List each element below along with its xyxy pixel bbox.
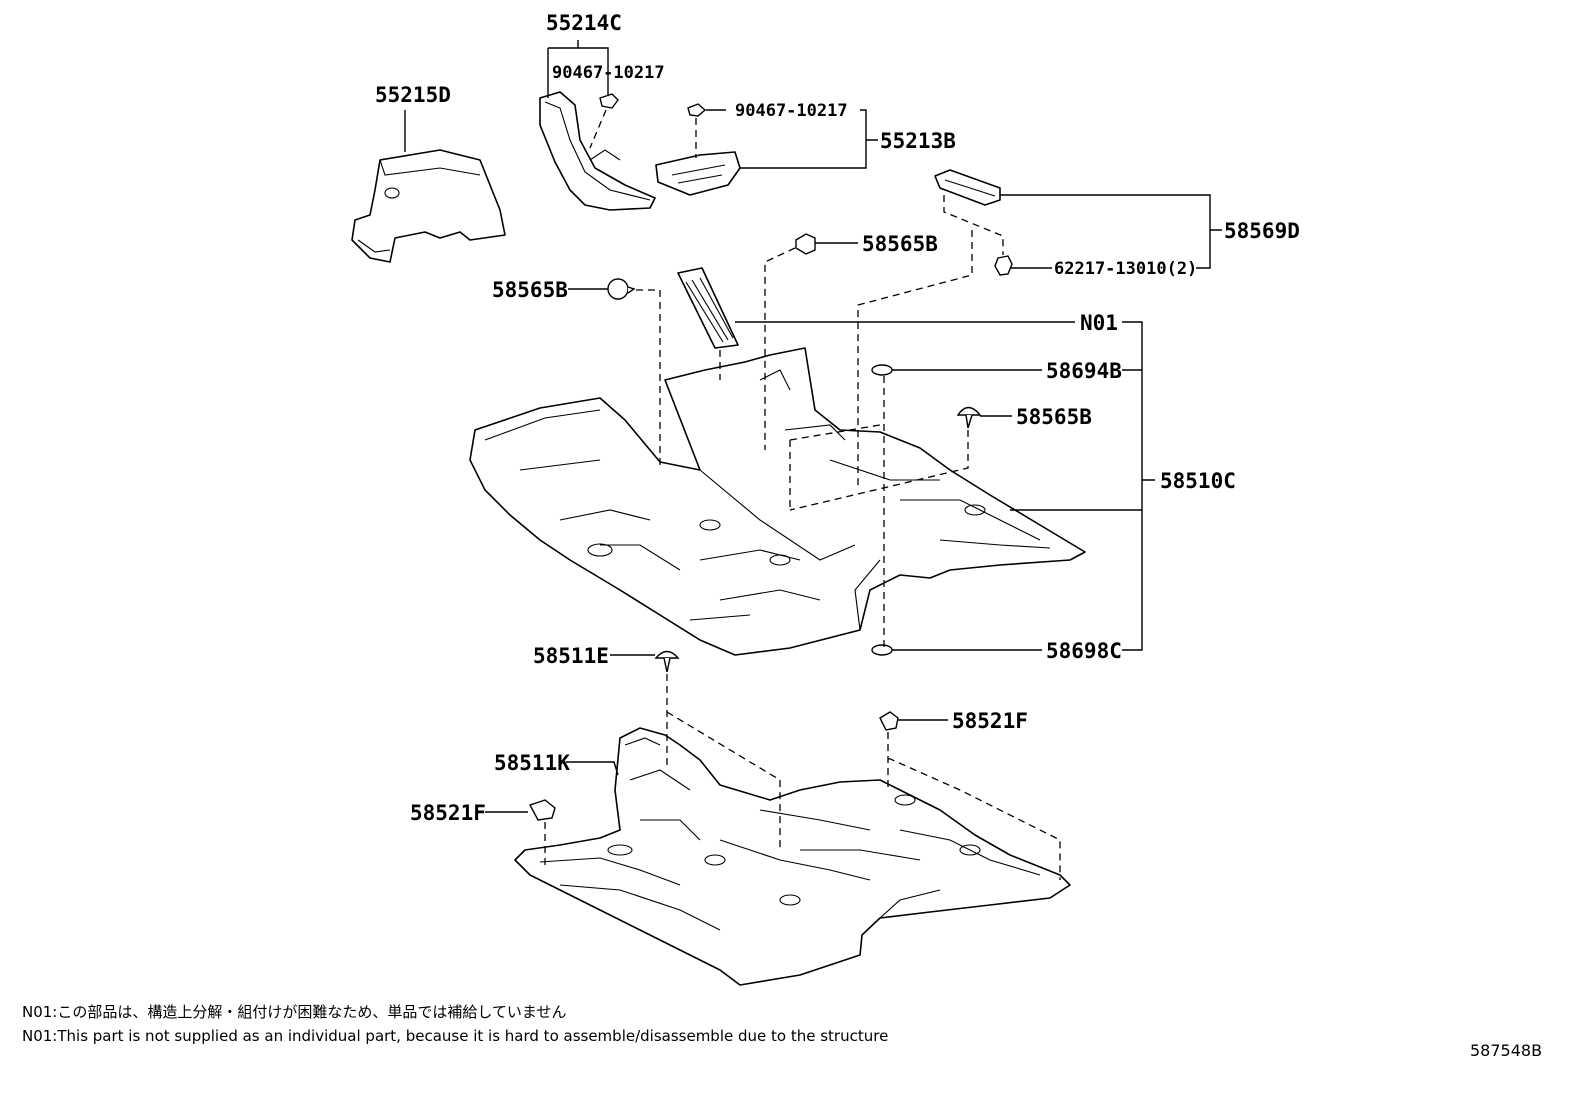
clip-90467-lower <box>687 103 707 117</box>
part-55213B-plate <box>655 151 741 196</box>
label-58521F-left: 58521F <box>410 801 486 825</box>
part-58569D-scuff <box>934 169 1001 206</box>
note-english: N01:This part is not supplied as an indi… <box>22 1027 888 1045</box>
dash-90467-upper <box>589 109 607 149</box>
dash-center <box>789 424 881 510</box>
label-55213B: 55213B <box>880 129 956 153</box>
label-58565B-top: 58565B <box>862 232 938 256</box>
label-58510C: 58510C <box>1160 469 1236 493</box>
label-58565B-left: 58565B <box>492 278 568 302</box>
label-58521F-right: 58521F <box>952 709 1028 733</box>
label-58698C: 58698C <box>1046 639 1122 663</box>
note-japanese: N01:この部品は、構造上分解・組付けが困難なため、単品では補給していません <box>22 1003 566 1021</box>
screw-62217 <box>994 255 1013 276</box>
clip-58521F-right <box>879 711 899 731</box>
figure-id: 587548B <box>1470 1041 1542 1060</box>
clip-58565B-top <box>795 233 816 255</box>
leader-58511K <box>566 761 619 776</box>
label-58569D: 58569D <box>1224 219 1300 243</box>
part-55214C-cover <box>539 91 656 211</box>
part-58510C-carpet <box>469 347 1086 656</box>
part-55215D-cover <box>351 149 506 263</box>
clip-58698C <box>871 644 893 656</box>
leader-55213B <box>740 109 878 169</box>
label-58694B: 58694B <box>1046 359 1122 383</box>
clip-58511E <box>654 650 680 673</box>
label-58511K: 58511K <box>494 751 570 775</box>
label-55215D: 55215D <box>375 83 451 107</box>
clip-58521F-left <box>528 799 556 821</box>
label-62217-13010: 62217-13010(2) <box>1054 259 1197 279</box>
clip-90467-upper <box>599 93 619 109</box>
label-58565B-right: 58565B <box>1016 405 1092 429</box>
dash-58511E <box>666 674 781 850</box>
dash-58565B-left <box>636 289 661 465</box>
label-90467-10217-lower: 90467-10217 <box>735 101 848 121</box>
bracket-58510C <box>1010 321 1155 651</box>
leader-55214C <box>547 40 609 98</box>
clip-58565B-left <box>607 278 636 300</box>
dash-58565B-right <box>789 430 969 511</box>
clip-58565B-right <box>956 406 982 429</box>
dash-62217 <box>943 195 1004 255</box>
label-58511E: 58511E <box>533 644 609 668</box>
dash-58521F-right <box>887 732 1061 880</box>
dash-58565B-top <box>764 247 796 450</box>
part-58511K-silencer <box>514 727 1071 986</box>
label-55214C: 55214C <box>546 11 622 35</box>
dash-scuff <box>857 230 973 490</box>
label-90467-10217-upper: 90467-10217 <box>552 63 665 83</box>
leader-58569D <box>1000 194 1222 269</box>
part-N01-pad <box>677 267 739 349</box>
clip-58694B <box>871 364 893 376</box>
label-N01: N01 <box>1080 311 1118 335</box>
